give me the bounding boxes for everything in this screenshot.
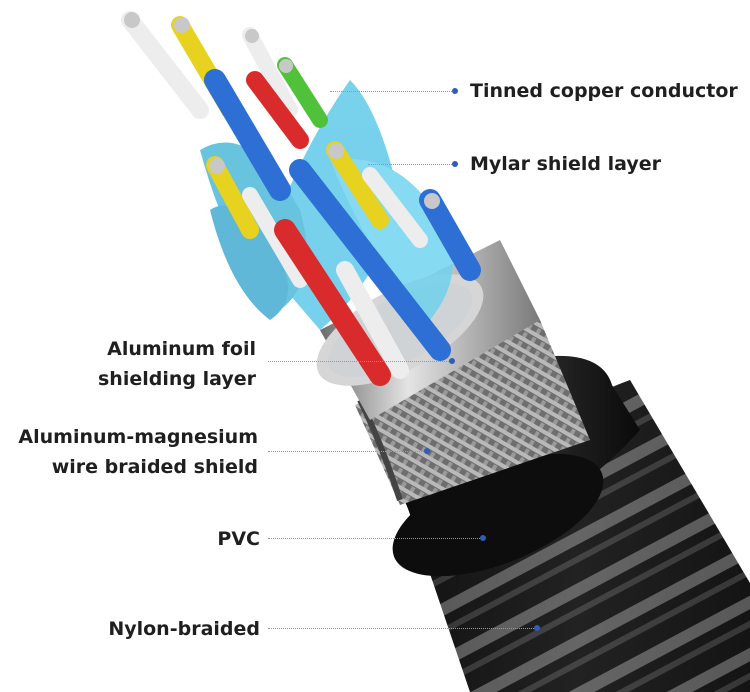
pointer-dot-mylar: [452, 161, 458, 167]
pointer-dot-tinned-copper: [452, 88, 458, 94]
label-pvc: PVC: [217, 528, 260, 550]
pointer-dot-braided-shield: [424, 448, 430, 454]
leader-mylar: [368, 164, 452, 165]
leader-aluminum-foil: [268, 361, 449, 362]
label-aluminum-foil-line2: shielding layer: [98, 368, 256, 390]
leader-pvc: [268, 538, 480, 539]
leader-tinned-copper: [330, 91, 452, 92]
pointer-dot-pvc: [480, 535, 486, 541]
leader-nylon: [268, 628, 534, 629]
label-nylon-braided: Nylon-braided: [108, 618, 260, 640]
label-al-mg-line1: Aluminum-magnesium: [18, 426, 258, 448]
label-mylar-shield-layer: Mylar shield layer: [470, 153, 661, 175]
leader-braided-shield: [268, 451, 424, 452]
wire-bundle: [121, 11, 481, 386]
label-al-mg-line2: wire braided shield: [51, 456, 258, 478]
label-tinned-copper-conductor: Tinned copper conductor: [470, 80, 738, 102]
pointer-dot-nylon: [534, 625, 540, 631]
label-aluminum-foil-line1: Aluminum foil: [107, 338, 256, 360]
pointer-dot-aluminum-foil: [449, 358, 455, 364]
